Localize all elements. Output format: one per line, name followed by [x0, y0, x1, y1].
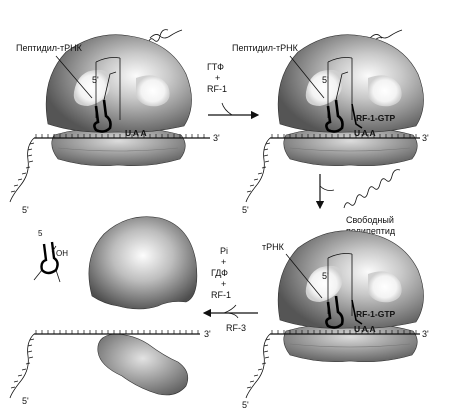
- mrna-tail-tick: [265, 142, 271, 145]
- mrna-tail-tick: [27, 350, 33, 353]
- label-3prime-2: 3': [422, 133, 429, 143]
- panel-4-dissociation: [9, 216, 200, 399]
- label-5prime-mrna-3: 5': [242, 400, 249, 410]
- rf1-gtp-label-3: RF-1-GTP: [356, 309, 396, 319]
- rf1-gtp-label-2: RF-1-GTP: [356, 113, 396, 123]
- free-small-subunit: [97, 333, 189, 396]
- label-peptidyl-trna-2: Пептидил-тРНК: [232, 43, 299, 53]
- mrna-tail-tick: [264, 356, 270, 359]
- mrna-1: [9, 137, 210, 203]
- label-5prime-2: 5': [322, 75, 329, 85]
- peptidyl-trna-1-shape: [93, 99, 112, 133]
- mrna-tail-tick: [29, 142, 35, 145]
- mrna-tail-tick: [28, 356, 34, 359]
- mrna-tail-tick: [13, 380, 19, 383]
- step1-gtp: ГТФ: [207, 62, 224, 72]
- mrna-ticks: [10, 134, 417, 389]
- label-5prime-3: 5': [322, 271, 329, 281]
- mrna-tail-tick: [25, 362, 31, 365]
- trna-oh-label: OH: [56, 249, 68, 258]
- panel-3-ribosome: [245, 230, 425, 399]
- mrna-tail-tick: [265, 338, 271, 341]
- mrna-tail-tick: [10, 190, 16, 193]
- free-polypeptide-coil: [343, 169, 401, 209]
- step3-plus2: +: [221, 279, 226, 289]
- free-polypeptide-line2: полипептид: [346, 226, 396, 236]
- trna-5-label: 5: [38, 229, 43, 238]
- mrna-tail-tick: [263, 344, 269, 347]
- label-peptidyl-trna-1: Пептидил-тРНК: [16, 43, 83, 53]
- mrna-tail-tick: [27, 154, 33, 157]
- label-3prime-4: 3': [204, 329, 211, 339]
- label-5prime-mrna-4: 5': [22, 396, 29, 406]
- step3-pi: Pi: [220, 246, 228, 256]
- free-large-subunit: [88, 216, 198, 310]
- label-5prime-mrna-1: 5': [22, 205, 29, 215]
- mrna-tail-tick: [27, 344, 33, 347]
- mrna-tail-tick: [246, 386, 252, 389]
- stop-codon-2: UAA: [354, 128, 377, 138]
- mrna-tail-tick: [263, 154, 269, 157]
- mrna-tail-tick: [257, 368, 263, 371]
- mrna-tail-tick: [17, 374, 23, 377]
- mrna-tail-tick: [21, 172, 27, 175]
- mrna-tail-tick: [21, 368, 27, 371]
- step1-rf1: RF-1: [207, 84, 227, 94]
- mrna-tail-tick: [264, 160, 270, 163]
- stop-codon-3: UAA: [354, 324, 377, 334]
- step3-gdf: ГДФ: [211, 268, 228, 278]
- step1-plus: +: [215, 73, 220, 83]
- mrna-tail-tick: [28, 160, 34, 163]
- mrna-tail-tick: [10, 386, 16, 389]
- free-polypeptide-line1: Свободный: [346, 215, 394, 225]
- panel-1-ribosome: [9, 29, 210, 203]
- stop-codon-1: UAA: [125, 128, 148, 138]
- freed-trna: [40, 241, 59, 275]
- mrna-tail-tick: [13, 184, 19, 187]
- label-3prime-1: 3': [213, 133, 220, 143]
- mrna-tail-tick: [253, 178, 259, 181]
- label-3prime-3: 3': [422, 329, 429, 339]
- mrna-tail-tick: [246, 190, 252, 193]
- mrna-tail-tick: [29, 338, 35, 341]
- label-trna: тРНК: [262, 242, 285, 252]
- panel-2-ribosome: [245, 29, 425, 203]
- mrna-tail-tick: [27, 148, 33, 151]
- mrna-3: [245, 333, 420, 399]
- mrna-2: [245, 137, 420, 203]
- mrna-tail-tick: [25, 166, 31, 169]
- label-5prime-mrna-2: 5': [242, 205, 249, 215]
- label-5prime-1: 5': [92, 75, 99, 85]
- step3-plus1: +: [221, 257, 226, 267]
- mrna-tail-tick: [261, 166, 267, 169]
- mrna-tail-tick: [17, 178, 23, 181]
- mrna-tail-tick: [263, 350, 269, 353]
- mrna-tail-tick: [249, 184, 255, 187]
- mrna-tail-tick: [263, 148, 269, 151]
- mrna-tail-tick: [249, 380, 255, 383]
- rf3-label: RF-3: [226, 323, 246, 333]
- step3-rf1: RF-1: [211, 290, 231, 300]
- mrna-tail-tick: [261, 362, 267, 365]
- mrna-tail-tick: [253, 374, 259, 377]
- mrna-tail-tick: [257, 172, 263, 175]
